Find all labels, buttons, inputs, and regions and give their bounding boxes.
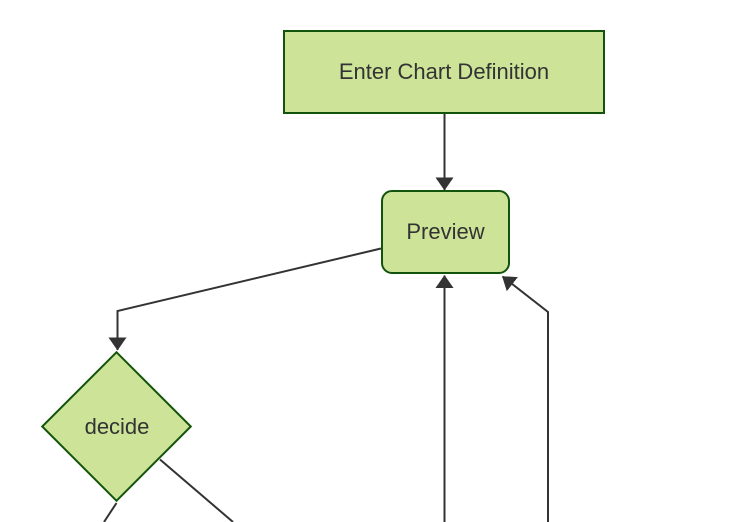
node-decide-label: decide bbox=[84, 414, 150, 439]
node-enter-chart-definition-label: Enter Chart Definition bbox=[338, 59, 550, 84]
edge-decide-to-offscreen-bottom-left bbox=[103, 502, 118, 522]
node-preview[interactable]: Preview bbox=[381, 190, 510, 274]
edge-preview-to-decide bbox=[108, 247, 382, 351]
edge-offscreen-right-to-preview bbox=[501, 275, 549, 522]
node-enter-chart-definition[interactable]: Enter Chart Definition bbox=[283, 30, 605, 114]
node-preview-label: Preview bbox=[406, 219, 485, 244]
edge-decide-to-offscreen-bottom-right bbox=[159, 458, 234, 522]
